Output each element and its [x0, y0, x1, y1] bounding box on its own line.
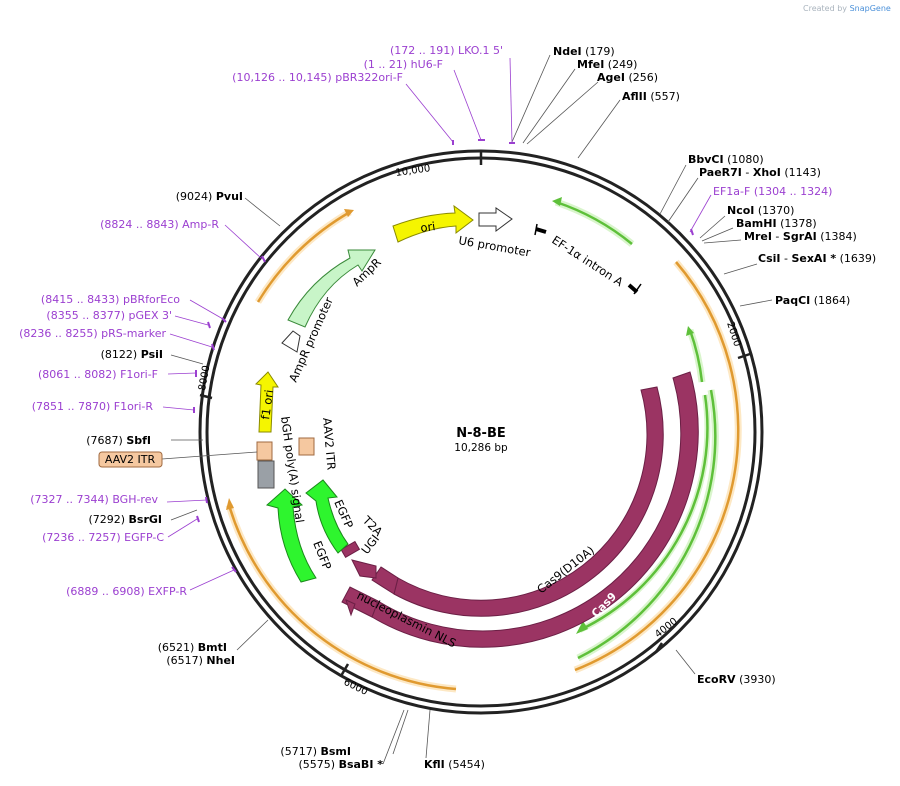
feature-label-aav2-itr: AAV2 ITR — [320, 417, 339, 471]
primer-label-prs-marker: (8236 .. 8255) pRS-marker — [19, 327, 166, 340]
credit-text: Created by SnapGene — [803, 4, 891, 13]
ampr-arrow — [287, 249, 376, 328]
green-track-ef1a — [555, 200, 633, 245]
primer-label-lko1: (172 .. 191) LKO.1 5' — [390, 44, 503, 57]
right-site-labels: NdeI (179) MfeI (249) AgeI (256) AflII (… — [424, 45, 876, 771]
enzyme-label-sbfi: (7687) SbfI — [86, 434, 151, 447]
primer-label-ef1a-f: EF1a-F (1304 .. 1324) — [713, 185, 832, 198]
primer-label-hu6f: (1 .. 21) hU6-F — [364, 58, 443, 71]
enzyme-label-mfei: MfeI (249) — [577, 58, 637, 71]
cas9-d10a-arrowhead — [371, 566, 399, 595]
aav2-itr-outer-block — [256, 441, 273, 461]
feature-box-aav2-itr: AAV2 ITR — [98, 451, 163, 468]
primer-label-egfp-c: (7236 .. 7257) EGFP-C — [42, 531, 164, 544]
primer-label-f1ori-r: (7851 .. 7870) F1ori-R — [32, 400, 154, 413]
aav2-itr-inner-block — [298, 437, 315, 456]
primer-label-pbr322ori-f: (10,126 .. 10,145) pBR322ori-F — [232, 71, 403, 84]
enzyme-label-ecorv: EcoRV (3930) — [697, 673, 776, 686]
enzyme-label-paqci: PaqCI (1864) — [775, 294, 850, 307]
feature-label-egfp-outer: EGFP — [310, 539, 334, 572]
u6-promoter-arrow — [478, 207, 513, 232]
enzyme-label-bamhi: BamHI (1378) — [736, 217, 817, 230]
enzyme-label-ncoi: NcoI (1370) — [727, 204, 794, 217]
egfp-outer-arrow — [265, 488, 317, 583]
feature-label-ef1a: EF-1α intron A — [549, 233, 625, 289]
orange-track-left — [256, 210, 351, 303]
enzyme-leader-lines — [161, 54, 773, 765]
np-nls-marker — [345, 599, 356, 617]
feature-label-f1-ori: f1 ori — [258, 389, 276, 421]
feature-label-ori: ori — [419, 219, 436, 235]
enzyme-label-bbvci: BbvCI (1080) — [688, 153, 764, 166]
primer-label-bgh-rev: (7327 .. 7344) BGH-rev — [30, 493, 158, 506]
plasmid-name: N-8-BE — [456, 426, 506, 441]
enzyme-label-bmti: (6521) BmtI — [158, 641, 227, 654]
enzyme-label-nhei: (6517) NheI — [166, 654, 235, 667]
primer-label-exfp-r: (6889 .. 6908) EXFP-R — [66, 585, 187, 598]
tick-label-10000: 10,000 — [395, 163, 431, 179]
tick-marks — [199, 150, 751, 677]
enzyme-label-ndei: NdeI (179) — [553, 45, 615, 58]
left-site-labels: (9024) PvuI (8824 .. 8843) Amp-R (8415 .… — [19, 190, 383, 771]
enzyme-label-csii-sexai: CsiI - SexAI * (1639) — [758, 252, 876, 265]
primer-ticks — [193, 139, 694, 573]
enzyme-label-paer7i-xhoi: PaeR7I - XhoI (1143) — [699, 166, 821, 179]
enzyme-label-mrei-sgrai: MreI - SgrAI (1384) — [744, 230, 857, 243]
t2a-block — [340, 540, 361, 559]
enzyme-label-pvui: (9024) PvuI — [176, 190, 243, 203]
enzyme-label-agei: AgeI (256) — [597, 71, 658, 84]
primer-label-f1ori-f: (8061 .. 8082) F1ori-F — [38, 368, 158, 381]
f1-ori-arrow — [254, 371, 279, 433]
enzyme-label-kfli: KflI (5454) — [424, 758, 485, 771]
enzyme-label-aflii: AflII (557) — [622, 90, 680, 103]
green-track-inner — [579, 394, 709, 632]
feature-label-t2a: T2A — [359, 513, 385, 539]
primer-leader-lines — [162, 57, 712, 591]
primer-label-pgex3: (8355 .. 8377) pGEX 3' — [46, 309, 172, 322]
orange-track-right — [574, 261, 740, 672]
ori-arrow — [392, 204, 474, 243]
bgh-block — [257, 460, 275, 489]
plasmid-length: 10,286 bp — [454, 442, 508, 454]
enzyme-label-bsabi: (5575) BsaBI * — [299, 758, 384, 771]
ef1a-start-marker — [535, 227, 547, 234]
feature-box-aav2-itr-label: AAV2 ITR — [105, 453, 156, 466]
ugi-arrow — [351, 559, 377, 579]
egfp-inner-arrow — [305, 479, 349, 554]
feature-label-u6: U6 promoter — [457, 233, 531, 259]
enzyme-label-psii: (8122) PsiI — [101, 348, 163, 361]
green-track-ef1a-halo — [554, 198, 635, 247]
primer-label-amp-r: (8824 .. 8843) Amp-R — [100, 218, 219, 231]
orange-track-bottom — [227, 504, 457, 691]
green-track-cas9 — [577, 389, 717, 660]
tick-label-8000: 8000 — [197, 365, 212, 392]
ampr-promoter-arrow — [281, 330, 301, 353]
enzyme-label-bsmi: (5717) BsmI — [280, 745, 351, 758]
enzyme-label-bsrgi: (7292) BsrGI — [88, 513, 162, 526]
top-primer-labels: (172 .. 191) LKO.1 5' (1 .. 21) hU6-F (1… — [232, 44, 503, 84]
primer-label-pbrforeco: (8415 .. 8433) pBRforEco — [41, 293, 180, 306]
